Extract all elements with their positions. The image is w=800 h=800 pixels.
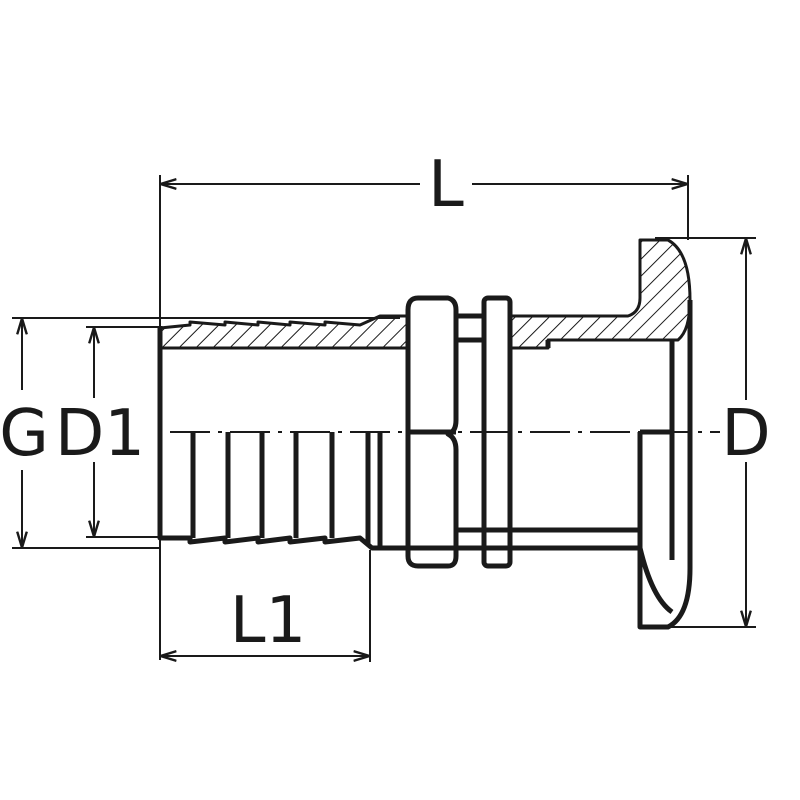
dimension-l1: L1 (162, 550, 371, 662)
dimension-g: G (0, 317, 400, 549)
hose-barbs (190, 432, 383, 548)
dimension-d1: D1 (55, 326, 160, 538)
dimension-d: D (655, 237, 771, 628)
section-hatch (158, 314, 410, 350)
washer (481, 295, 513, 569)
fitting-body (157, 238, 693, 630)
label-g: G (0, 397, 49, 471)
label-l1: L1 (230, 584, 306, 658)
hex-nut (405, 295, 459, 569)
label-d1: D1 (55, 397, 145, 471)
flange-fillet (637, 547, 674, 615)
hose-tail-outline (157, 326, 410, 551)
flange-outline-lower (637, 300, 693, 630)
label-l: L (428, 148, 464, 222)
flange-section-hatch (508, 238, 692, 350)
label-d: D (721, 397, 770, 471)
